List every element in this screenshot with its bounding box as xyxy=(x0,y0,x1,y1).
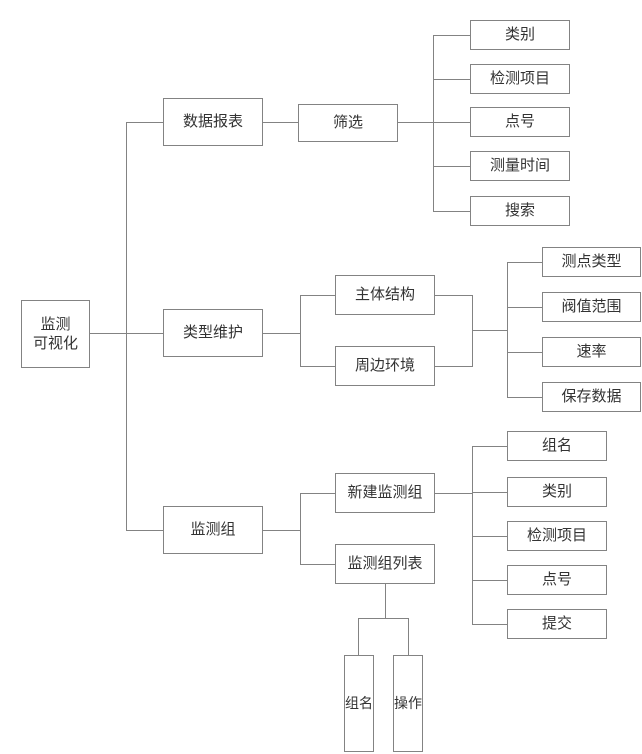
column-operation: 操作 xyxy=(393,655,423,752)
leaf-threshold-range: 阀值范围 xyxy=(542,292,641,322)
connector-drop-operation-column xyxy=(408,618,409,655)
connector-stub-submit xyxy=(472,624,507,625)
connector-stub-save-data xyxy=(507,397,542,398)
connector-stub-measure-time xyxy=(433,166,470,167)
connector-stub-surrounding-env xyxy=(300,366,335,367)
leaf-group-name: 组名 xyxy=(507,431,607,461)
connector-stub-rate xyxy=(507,352,542,353)
connector-root-to-type-maintenance xyxy=(90,333,163,334)
connector-filter-out xyxy=(398,122,433,123)
connector-type-children-rail xyxy=(300,295,301,367)
leaf-category-2: 类别 xyxy=(507,477,607,507)
connector-drop-group-name-column xyxy=(358,618,359,655)
connector-stub-inspection-item xyxy=(433,79,470,80)
connector-main-structure-out xyxy=(435,295,472,296)
leaf-category: 类别 xyxy=(470,20,570,50)
root-node: 监测 可视化 xyxy=(21,300,90,368)
connector-stub-group-name xyxy=(472,446,507,447)
connector-stub-search xyxy=(433,211,470,212)
connector-surrounding-env-out xyxy=(435,366,472,367)
connector-list-columns-bar xyxy=(358,618,409,619)
connector-type-maintenance-out xyxy=(263,333,300,334)
connector-stub-category-2 xyxy=(472,492,507,493)
leaf-rate: 速率 xyxy=(542,337,641,367)
leaf-point-number: 点号 xyxy=(470,107,570,137)
leaf-point-type: 测点类型 xyxy=(542,247,641,277)
connector-stub-point-number-2 xyxy=(472,580,507,581)
connector-trunk xyxy=(126,122,127,531)
connector-type-leaves-rail xyxy=(507,262,508,398)
connector-stub-new-monitor-group xyxy=(300,493,335,494)
node-new-monitor-group: 新建监测组 xyxy=(335,473,435,513)
connector-filter-leaves-rail xyxy=(433,35,434,212)
node-monitor-group-list: 监测组列表 xyxy=(335,544,435,584)
connector-stub-threshold-range xyxy=(507,307,542,308)
leaf-point-number-2: 点号 xyxy=(507,565,607,595)
connector-stub-main-structure xyxy=(300,295,335,296)
connector-trunk-to-monitor-group xyxy=(126,530,163,531)
branch-monitor-group: 监测组 xyxy=(163,506,263,554)
connector-new-group-leaves-rail xyxy=(472,446,473,625)
connector-trunk-to-data-report xyxy=(126,122,163,123)
leaf-measure-time: 测量时间 xyxy=(470,151,570,181)
connector-stub-monitor-group-list xyxy=(300,564,335,565)
node-surrounding-env: 周边环境 xyxy=(335,346,435,386)
leaf-search: 搜索 xyxy=(470,196,570,226)
root-node-label-line2: 可视化 xyxy=(32,335,78,352)
connector-group-children-rail xyxy=(300,493,301,565)
connector-list-down xyxy=(385,584,386,618)
connector-new-group-out xyxy=(435,493,472,494)
column-group-name: 组名 xyxy=(344,655,374,752)
leaf-inspection-item: 检测项目 xyxy=(470,64,570,94)
connector-type-merge-rail xyxy=(472,295,473,367)
leaf-save-data: 保存数据 xyxy=(542,382,641,412)
leaf-submit: 提交 xyxy=(507,609,607,639)
branch-type-maintenance: 类型维护 xyxy=(163,309,263,357)
node-main-structure: 主体结构 xyxy=(335,275,435,315)
filter-node: 筛选 xyxy=(298,104,398,142)
connector-monitor-group-out xyxy=(263,530,300,531)
connector-stub-point-number xyxy=(433,122,470,123)
branch-data-report: 数据报表 xyxy=(163,98,263,146)
connector-stub-category xyxy=(433,35,470,36)
leaf-inspection-item-2: 检测项目 xyxy=(507,521,607,551)
connector-stub-inspection-item-2 xyxy=(472,536,507,537)
connector-data-report-to-filter xyxy=(263,122,298,123)
connector-stub-point-type xyxy=(507,262,542,263)
root-node-label-line1: 监测 xyxy=(40,315,71,333)
connector-type-merge-link xyxy=(472,330,507,331)
